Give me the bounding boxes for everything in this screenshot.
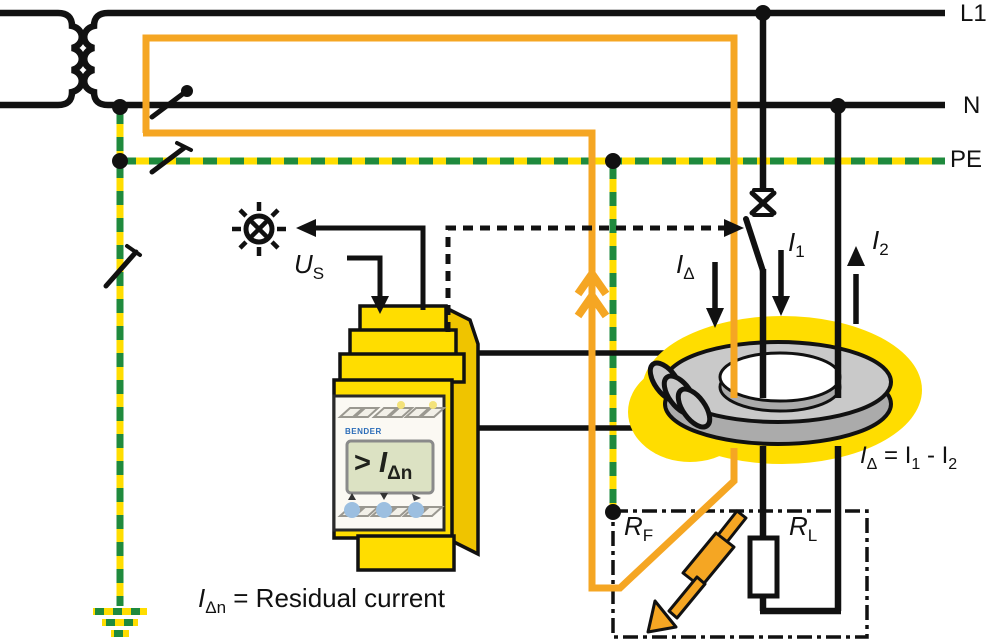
label-i1: I1 — [788, 227, 805, 262]
trip-output-dashed-line — [445, 219, 744, 332]
current-direction-chevrons — [574, 267, 610, 297]
lcd-display-text: > IΔn — [354, 447, 413, 484]
current-transformer — [628, 316, 922, 464]
isolating-link-earth — [103, 244, 142, 289]
ct-secondary-winding — [647, 360, 713, 430]
fault-current-loop — [142, 34, 738, 592]
earth-electrode-icon — [93, 608, 147, 637]
fault-load-boundary-box — [611, 509, 869, 639]
label-i2: I2 — [872, 225, 889, 260]
transformer-primary-winding — [0, 9, 85, 109]
supply-voltage-arrow — [347, 255, 389, 314]
lcd-display — [345, 439, 435, 495]
isolating-link-n — [149, 85, 193, 120]
label-legend: IΔn = Residual current — [198, 583, 445, 618]
isolating-link-pe — [149, 141, 193, 175]
resistor-rl — [747, 535, 780, 599]
contact-x-mark — [749, 188, 777, 217]
label-us: US — [294, 249, 325, 284]
label-pe: PE — [950, 146, 983, 173]
label-n: N — [963, 92, 981, 119]
transformer-secondary-winding-with-l1-n-lines — [81, 9, 945, 109]
terminal-icons-top — [339, 401, 445, 418]
device-brand-logo: BENDER — [345, 427, 382, 436]
label-i-delta: IΔ — [676, 249, 695, 284]
terminal-icons-bottom — [339, 493, 443, 518]
i1-arrow — [772, 250, 790, 316]
label-l1: L1 — [960, 0, 987, 27]
label-rf: RF — [624, 511, 654, 546]
alarm-output-line — [296, 219, 426, 310]
junction-dots — [112, 5, 846, 520]
lightning-fault-icon — [646, 509, 748, 634]
alarm-lamp-icon — [232, 202, 286, 256]
label-equation: IΔ = I1 - I2 — [860, 442, 958, 473]
l1-branch-conductor — [743, 16, 841, 615]
i-delta-arrow — [706, 262, 724, 328]
i2-arrow — [847, 246, 865, 324]
breaker-lever — [743, 216, 766, 274]
label-rl: RL — [789, 511, 818, 546]
rcm-device — [332, 304, 480, 572]
